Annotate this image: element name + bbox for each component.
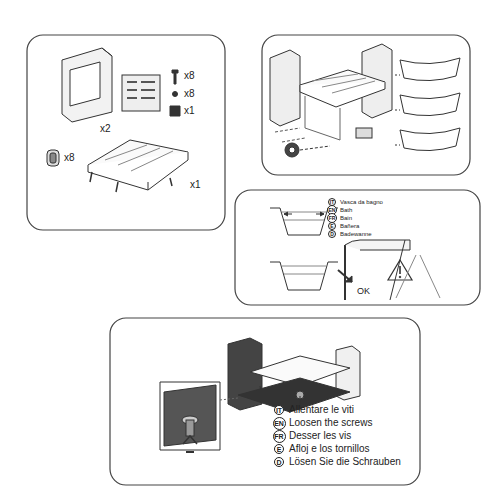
language-code: FR [274, 433, 283, 440]
language-badge: E [274, 444, 284, 454]
bath-fitting [270, 208, 440, 300]
quantity-label: x2 [100, 124, 111, 134]
panel [110, 318, 420, 485]
translation-text: Loosen the screws [289, 418, 372, 428]
language-badge: IT [274, 405, 284, 415]
language-code: E [277, 446, 282, 453]
translation-text: Allentare le viti [289, 405, 354, 415]
language-badge: D [328, 230, 336, 238]
loosen-screws-view [160, 338, 360, 452]
language-code: EN [274, 420, 284, 427]
ok-label: OK [357, 287, 370, 296]
translation-text: Bath [340, 207, 352, 213]
language-code: IT [330, 200, 334, 205]
parts [47, 48, 188, 192]
panel [27, 35, 225, 230]
language-badge: D [274, 457, 284, 467]
quantity-label: x8 [184, 71, 195, 81]
language-code: EN [329, 208, 336, 213]
language-code: D [330, 232, 334, 237]
translation-text: Bañera [340, 223, 359, 229]
translation-text: Badewanne [340, 231, 372, 237]
translation-text: Bain [340, 215, 352, 221]
quantity-label: x1 [190, 180, 201, 190]
translation-text: Lösen Sie die Schrauben [289, 457, 401, 467]
language-badge: FR [273, 430, 286, 443]
language-code: D [276, 459, 281, 466]
language-badge: E [328, 222, 336, 230]
language-badge: EN [273, 417, 286, 430]
translation-text: Afloj e los tornillos [289, 444, 370, 454]
translation-text: Desser les vis [289, 431, 351, 441]
language-code: FR [329, 216, 336, 221]
quantity-label: x1 [184, 106, 195, 116]
panel [262, 35, 470, 175]
language-code: E [330, 224, 333, 229]
quantity-label: x8 [184, 89, 195, 99]
panel [235, 190, 480, 305]
language-code: IT [276, 407, 282, 414]
translation-text: Vasca da bagno [340, 199, 383, 205]
quantity-label: x8 [64, 153, 75, 163]
exploded-view [270, 44, 460, 157]
